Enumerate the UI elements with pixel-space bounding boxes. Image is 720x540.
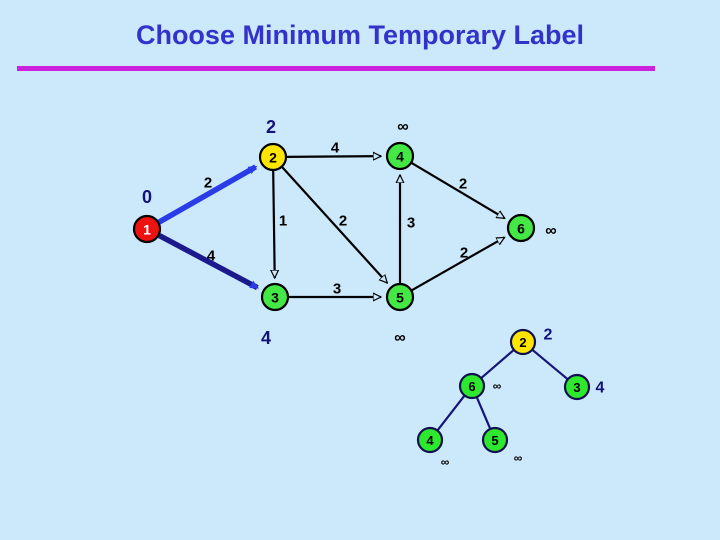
graph-node-distance-1: 0	[142, 187, 152, 207]
graph-edge-2-5	[280, 165, 387, 283]
tree-node-distance-6: ∞	[493, 379, 502, 393]
tree-edge-2-3	[531, 348, 569, 381]
graph-node-5[interactable]	[385, 282, 415, 312]
graph-node-distance-5: ∞	[394, 330, 405, 347]
graph-node-label-4: 4	[396, 149, 404, 165]
tree-node-distance-3: 4	[596, 380, 605, 397]
graph-distance-label-group: 0 2 4 ∞ ∞ ∞	[142, 117, 557, 348]
tree-node-group: 2 6 3 4 5	[416, 328, 591, 454]
tree-node-distance-4: ∞	[441, 455, 450, 469]
tree-node-label-4: 4	[426, 433, 434, 448]
graph-edge-2-3	[273, 169, 275, 278]
tree-node-2[interactable]	[509, 328, 537, 356]
tree-node-label-3: 3	[573, 380, 580, 395]
tree-edge-group	[436, 348, 569, 432]
title-divider	[17, 66, 655, 71]
graph-edge-5-6	[410, 236, 504, 292]
graph-node-group: 1 2 3 4 5 6	[132, 141, 536, 312]
tree-node-label-2: 2	[519, 335, 526, 350]
edge-weight-1-3: 4	[207, 248, 216, 265]
tree-node-6[interactable]	[458, 372, 486, 400]
edge-weight-3-5: 3	[333, 281, 341, 298]
graph-node-distance-6: ∞	[545, 223, 556, 240]
tree-edge-6-4	[436, 394, 466, 432]
graph-node-4[interactable]	[385, 141, 415, 171]
graph-node-label-5: 5	[396, 290, 404, 306]
graph-node-2[interactable]	[258, 142, 288, 172]
graph-edge-4-6	[410, 161, 505, 220]
graph-node-distance-2: 2	[266, 117, 276, 137]
tree-node-3[interactable]	[563, 373, 591, 401]
graph-edge-2-4	[285, 156, 381, 157]
graph-node-6[interactable]	[506, 213, 536, 243]
edge-weight-2-3: 1	[279, 213, 287, 230]
edge-weight-5-4: 3	[407, 215, 415, 232]
graph-edge-1-2	[157, 164, 258, 225]
tree-node-label-6: 6	[468, 379, 475, 394]
tree-distance-label-group: 2 ∞ 4 ∞ ∞	[441, 327, 605, 470]
edge-weight-5-6: 2	[460, 245, 468, 262]
edge-weight-2-4: 4	[331, 140, 340, 157]
graph-node-label-3: 3	[271, 290, 279, 306]
graph-node-3[interactable]	[260, 282, 290, 312]
graph-node-label-6: 6	[517, 221, 525, 237]
tree-node-distance-5: ∞	[514, 451, 523, 465]
graph-edge-group	[157, 156, 505, 297]
tree-edge-6-5	[475, 396, 492, 430]
tree-node-5[interactable]	[481, 426, 509, 454]
tree-node-label-5: 5	[491, 433, 498, 448]
graph-node-distance-3: 4	[261, 328, 271, 348]
graph-edge-1-3	[158, 233, 260, 291]
tree-node-4[interactable]	[416, 426, 444, 454]
tree-edge-2-6	[480, 349, 515, 379]
edge-weight-4-6: 2	[459, 176, 467, 193]
graph-node-label-2: 2	[269, 150, 277, 166]
graph-node-1[interactable]	[132, 214, 162, 244]
edge-weight-2-5: 2	[339, 213, 347, 230]
graph-edge-weight-group: 2 4 4 1 2 3 3 2 2	[204, 140, 468, 298]
page-title: Choose Minimum Temporary Label	[135, 20, 585, 50]
graph-node-distance-4: ∞	[397, 119, 408, 136]
edge-weight-1-2: 2	[204, 175, 212, 192]
graph-node-label-1: 1	[143, 222, 151, 238]
tree-node-distance-2: 2	[544, 327, 553, 344]
